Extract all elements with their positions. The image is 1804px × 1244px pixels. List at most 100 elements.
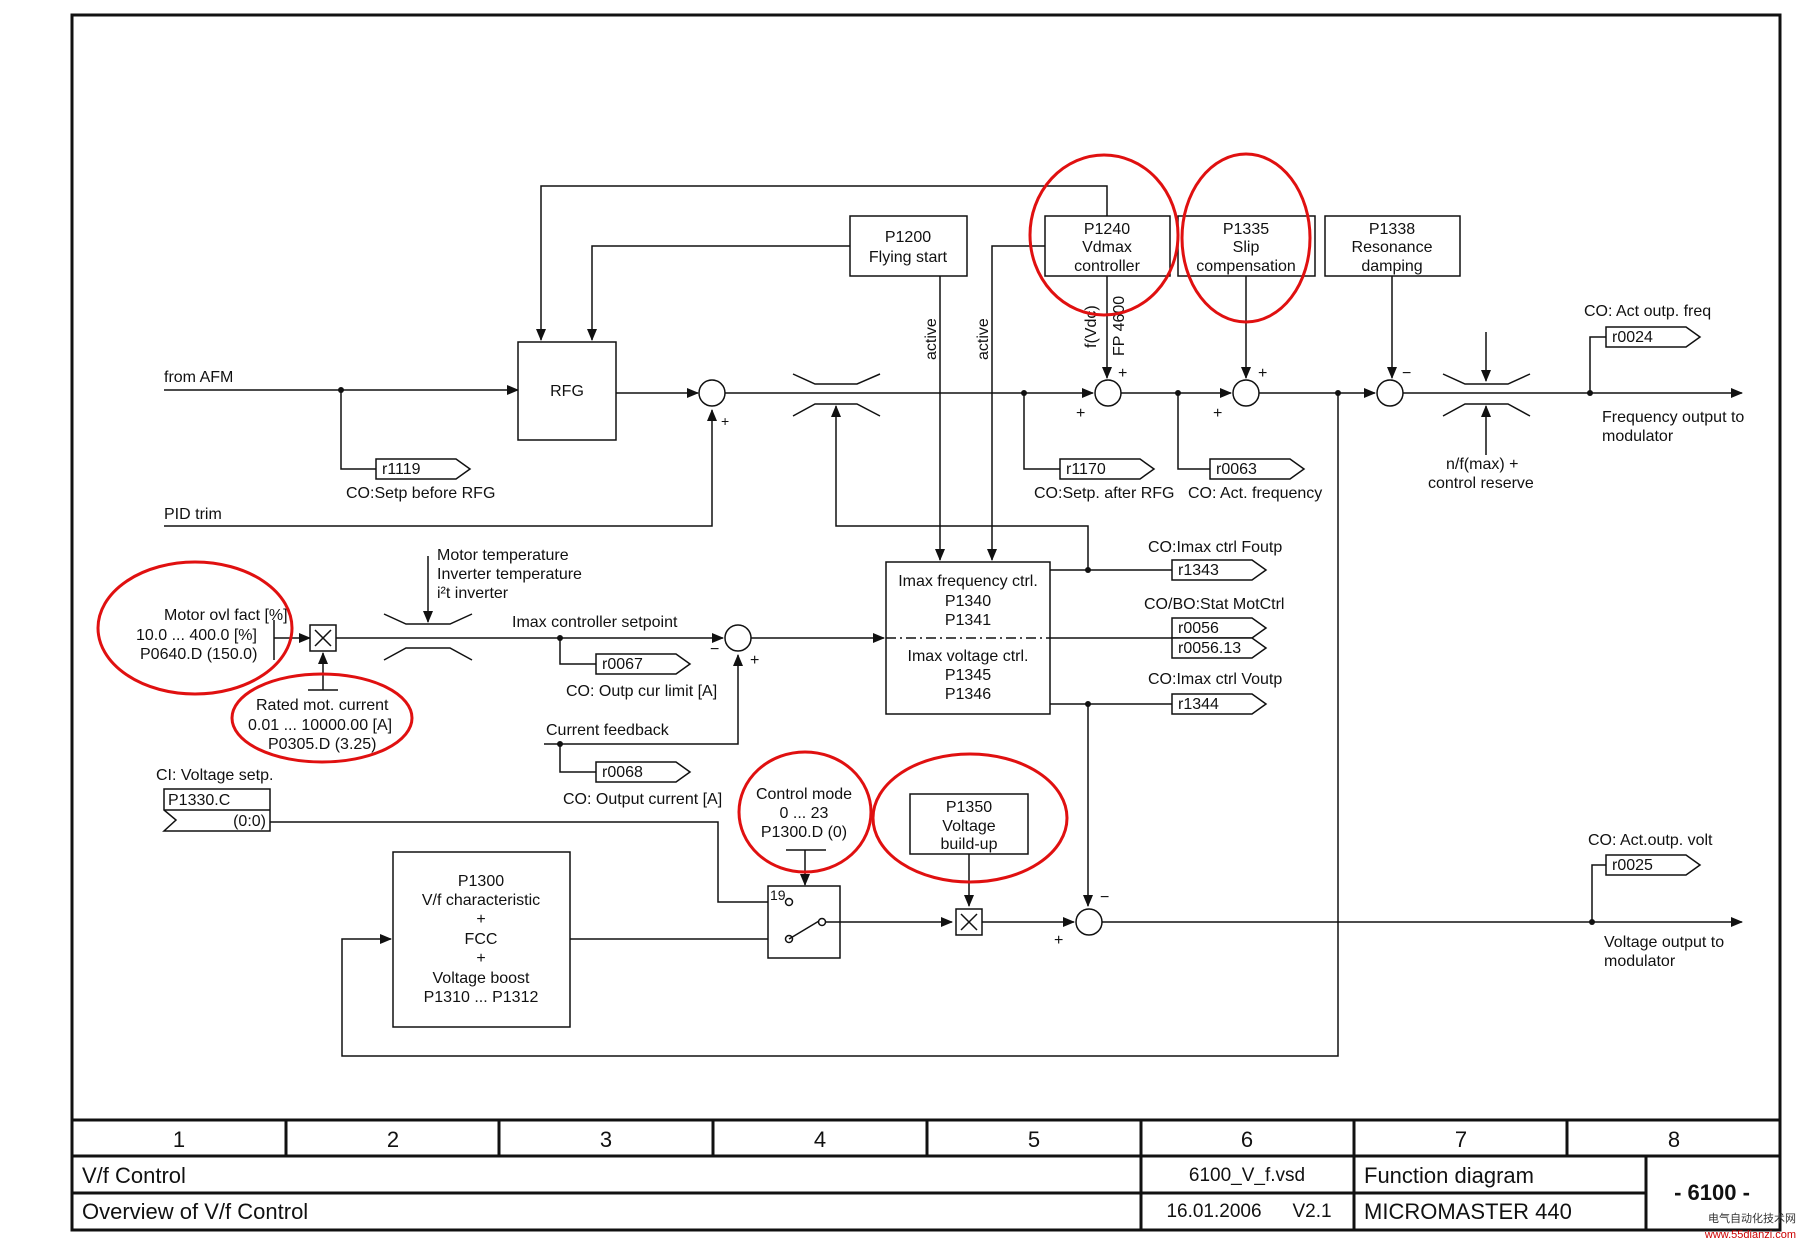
control-mode-default: P1300.D (0): [761, 824, 847, 841]
connector-r0025: [1605, 854, 1702, 876]
slip-compensation-block: [1177, 215, 1316, 277]
annotation-circle-rated-current: [230, 672, 414, 764]
current-feedback-wire: [544, 654, 743, 745]
voltage-buildup-param: P1350: [946, 799, 992, 816]
connector-r0056-label: r0056: [1178, 620, 1219, 637]
column-2: 2: [387, 1127, 399, 1152]
flying-start-to-rfg-wire: [587, 245, 850, 341]
inverter-temp-label: Inverter temperature: [437, 566, 582, 583]
plus-sign: +: [1118, 365, 1127, 382]
imax-volt-ctrl: Imax voltage ctrl.: [908, 648, 1029, 665]
active-label-2: active: [975, 318, 992, 360]
limiter3-lower: [383, 647, 473, 661]
limiter3-upper: [383, 613, 473, 625]
imax-limit-feedback-wire: [831, 405, 1089, 570]
plus-sign: +: [721, 413, 729, 429]
page-number: - 6100 -: [1674, 1180, 1750, 1205]
connector-p1330-label: P1330.C: [168, 792, 230, 809]
flying-start-param: P1200: [885, 229, 931, 246]
pid-trim-label: PID trim: [164, 506, 222, 523]
r0024-tap-wire: [1589, 336, 1606, 393]
nfmax-label: n/f(max) +: [1446, 456, 1518, 473]
multiply-icon: [314, 629, 332, 647]
vdmax-name: Vdmax: [1082, 239, 1132, 256]
summing-junction-2: [1094, 379, 1122, 407]
limiter2-upper: [1442, 373, 1531, 385]
connector-r1343: [1171, 559, 1268, 581]
motor-ovl-label: Motor ovl fact [%]: [164, 607, 288, 624]
imax-setpoint-label: Imax controller setpoint: [512, 614, 678, 631]
voltage-buildup-name-2: build-up: [941, 836, 998, 853]
r1170-tap-wire: [1023, 393, 1060, 470]
slip-param: P1335: [1223, 221, 1269, 238]
connector-r0063: [1209, 458, 1306, 480]
drawing-frame: [70, 13, 1782, 1232]
column-8: 8: [1668, 1127, 1680, 1152]
stat-motctrl-label: CO/BO:Stat MotCtrl: [1144, 596, 1284, 613]
rated-current-label: Rated mot. current: [256, 697, 389, 714]
fp4600-label: FP 4600: [1111, 296, 1128, 356]
minus-sign: −: [710, 641, 719, 658]
annotation-circle-motor-ovl: [96, 560, 294, 696]
multiply-icon: [960, 913, 978, 931]
connector-r1344-label: r1344: [1178, 696, 1219, 713]
connector-r0056-13-label: r0056.13: [1178, 640, 1241, 657]
flying-start-block: [849, 215, 968, 277]
connector-r0056: [1171, 617, 1268, 639]
freq-output-label-1: Frequency output to: [1602, 409, 1744, 426]
i2t-label: i²t inverter: [437, 585, 509, 602]
imax-ctrl-foutp-label: CO:Imax ctrl Foutp: [1148, 539, 1282, 556]
vdmax-block: [1044, 215, 1171, 277]
imax-ctrl-voutp-label: CO:Imax ctrl Voutp: [1148, 671, 1282, 688]
connector-r1119-label: r1119: [382, 461, 421, 478]
minus-sign: −: [1100, 889, 1109, 906]
act-frequency-label: CO: Act. frequency: [1188, 485, 1322, 502]
column-3: 3: [600, 1127, 612, 1152]
resonance-damping-block: [1324, 215, 1461, 277]
r0067-tap-wire: [559, 638, 596, 665]
imax-p1345: P1345: [945, 667, 991, 684]
plus-sign: +: [750, 652, 759, 669]
outp-cur-limit-label: CO: Outp cur limit [A]: [566, 683, 717, 700]
frequency-feedback-loop: [341, 393, 1339, 1057]
voltage-setp-label: CI: Voltage setp.: [156, 767, 273, 784]
limiter-lower: [792, 403, 881, 417]
r1119-tap-wire: [340, 390, 376, 470]
setp-before-rfg-label: CO:Setp before RFG: [346, 485, 495, 502]
column-1: 1: [173, 1127, 185, 1152]
active-label-1: active: [923, 318, 940, 360]
column-5: 5: [1028, 1127, 1040, 1152]
summing-junction-5: [724, 624, 752, 652]
column-6: 6: [1241, 1127, 1253, 1152]
rfg-label: RFG: [550, 383, 584, 400]
vf-characteristic-block: [392, 851, 571, 1028]
limiter2-lower: [1442, 403, 1531, 417]
motor-ovl-range: 10.0 ... 400.0 [%]: [136, 627, 257, 644]
file-name: 6100_V_f.vsd: [1189, 1165, 1305, 1186]
plus-sign: +: [1054, 932, 1063, 949]
vf-plus-2: +: [476, 950, 485, 967]
rated-current-range: 0.01 ... 10000.00 [A]: [248, 717, 392, 734]
imax-p1340: P1340: [945, 593, 991, 610]
diagram-subtitle: Overview of V/f Control: [82, 1199, 308, 1224]
connector-r0056-13: [1171, 637, 1268, 659]
motor-ovl-default: P0640.D (150.0): [140, 646, 257, 663]
vdmax-to-rfg-wire: [536, 185, 1108, 341]
switch-number: 19: [770, 887, 786, 903]
flying-start-name: Flying start: [869, 249, 948, 266]
plus-sign: +: [1213, 405, 1222, 422]
summing-junction-4: [1376, 379, 1404, 407]
motor-temp-label: Motor temperature: [437, 547, 569, 564]
connector-r1119: [375, 458, 472, 480]
r0068-tap-wire: [559, 744, 596, 773]
volt-output-label-1: Voltage output to: [1604, 934, 1724, 951]
r0025-tap-wire: [1591, 864, 1606, 922]
setp-after-rfg-label: CO:Setp. after RFG: [1034, 485, 1174, 502]
act-outp-volt-label: CO: Act.outp. volt: [1588, 832, 1713, 849]
imax-p1346: P1346: [945, 686, 991, 703]
control-mode-range: 0 ... 23: [780, 805, 829, 822]
connector-r1343-label: r1343: [1178, 562, 1219, 579]
drawing-version: V2.1: [1292, 1201, 1331, 1222]
annotation-circle-voltage-buildup: [871, 752, 1069, 884]
vf-fcc: FCC: [465, 931, 498, 948]
